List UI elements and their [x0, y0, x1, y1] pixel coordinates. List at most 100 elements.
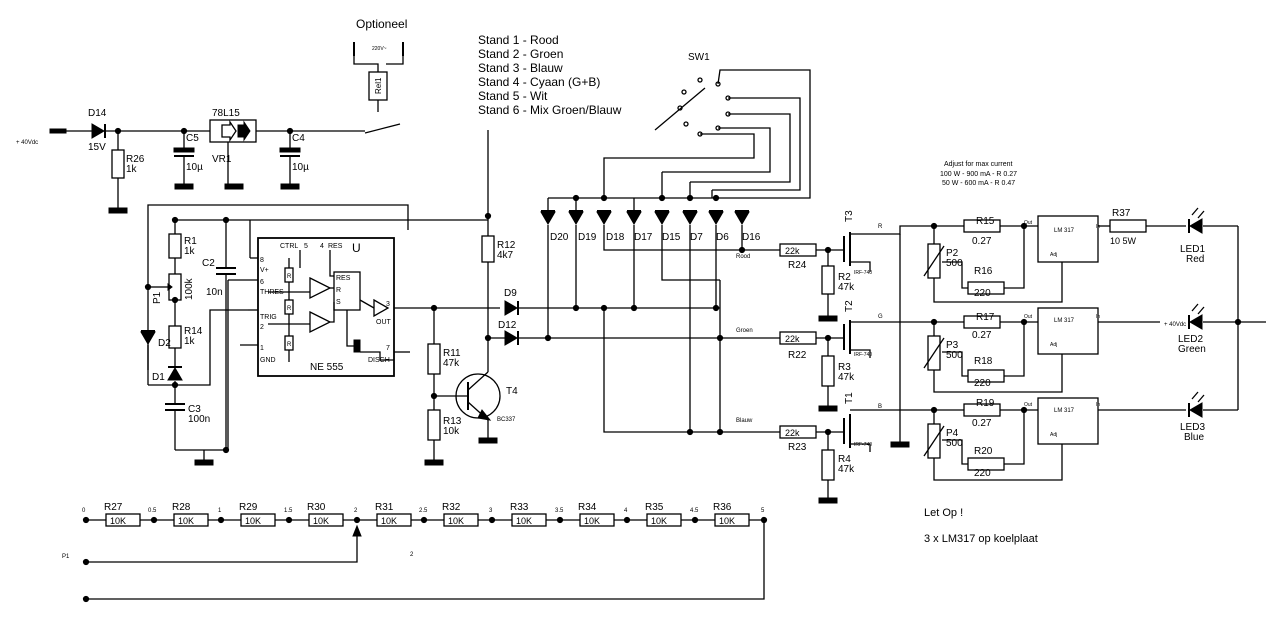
- rg-3: R3: [838, 362, 851, 373]
- input-voltage: + 40Vdc: [16, 140, 38, 146]
- r26-name: R26: [126, 154, 145, 165]
- tap-0: 0: [82, 508, 86, 514]
- diode-d18: D18: [606, 232, 625, 243]
- ladder-v1: 10K: [110, 516, 126, 526]
- ladder-p1: P1: [62, 554, 70, 560]
- lm317-1-out: Out: [1024, 220, 1033, 226]
- rin-23: 22k: [785, 428, 800, 438]
- d2-name: D2: [158, 338, 171, 349]
- diode-d19: D19: [578, 232, 597, 243]
- label-ctrl: CTRL: [280, 243, 298, 250]
- lm317-1-in: In: [1096, 224, 1100, 230]
- r14-name: R14: [184, 326, 203, 337]
- tap-15: 1.5: [284, 508, 293, 514]
- line-blauw: Blauw: [736, 418, 753, 424]
- c3-name: C3: [188, 404, 201, 415]
- c2-value: 10n: [206, 287, 223, 298]
- lm317-3-in: In: [1096, 402, 1100, 408]
- r1-value: 1k: [184, 246, 196, 257]
- note-adjust-3: 50 W - 600 mA - R 0.47: [942, 180, 1015, 187]
- regulators: [923, 215, 1186, 481]
- letter-g: G: [878, 314, 883, 320]
- c2-name: C2: [202, 258, 215, 269]
- ladder-v7: 10K: [516, 516, 532, 526]
- lm317-2: LM 317: [1054, 318, 1075, 324]
- pin-6: 6: [260, 279, 264, 286]
- ne555-letter: U: [352, 241, 361, 255]
- c5-value: 10µ: [186, 162, 203, 173]
- int-r2: R: [287, 306, 292, 312]
- t3-name: T3: [844, 210, 855, 222]
- rg-4: R4: [838, 454, 851, 465]
- p2-val: 500: [946, 258, 963, 269]
- rs-19: R19: [976, 398, 995, 409]
- r14-value: 1k: [184, 336, 196, 347]
- pin-1: 1: [260, 345, 264, 352]
- diode-d17: D17: [634, 232, 653, 243]
- ladder-v6: 10K: [448, 516, 464, 526]
- legend-6: Stand 6 - Mix Groen/Blauw: [478, 103, 622, 117]
- legend-4: Stand 4 - Cyaan (G+B): [478, 75, 600, 89]
- diode-d7: D7: [690, 232, 703, 243]
- d12-name: D12: [498, 320, 517, 331]
- ladder-r34: R34: [578, 502, 597, 513]
- p4-val: 500: [946, 438, 963, 449]
- lm317-3: LM 317: [1054, 408, 1075, 414]
- rs-19-val: 0.27: [972, 418, 992, 429]
- ladder-r35: R35: [645, 502, 664, 513]
- c4-value: 10µ: [292, 162, 309, 173]
- diode-d20: D20: [550, 232, 569, 243]
- p1-value: 100k: [184, 277, 195, 300]
- legend-2: Stand 2 - Groen: [478, 47, 563, 61]
- label-disch: DISCH: [368, 357, 390, 364]
- d14-value: 15V: [88, 142, 106, 153]
- led3-name: LED3: [1180, 422, 1205, 433]
- label-out: OUT: [376, 319, 392, 326]
- relay: 220V~ Rel1: [353, 42, 404, 134]
- p4-name: P4: [946, 428, 959, 439]
- legend-5: Stand 5 - Wit: [478, 89, 548, 103]
- letter-r: R: [878, 224, 883, 230]
- legend-3: Stand 3 - Blauw: [478, 61, 563, 75]
- pin-5: 5: [304, 243, 308, 250]
- ladder-r32: R32: [442, 502, 461, 513]
- title-optioneel: Optioneel: [356, 17, 407, 31]
- rname-24: R24: [788, 260, 807, 271]
- rp-16-val: 220: [974, 288, 991, 299]
- rotary-switch: SW1: [603, 52, 811, 199]
- tap-35: 3.5: [555, 508, 564, 514]
- ff-r: R: [336, 287, 341, 294]
- tap-4: 4: [624, 508, 628, 514]
- rs-17-val: 0.27: [972, 330, 992, 341]
- r13-value: 10k: [443, 426, 460, 437]
- pin-4: 4: [320, 243, 324, 250]
- rg-3-val: 47k: [838, 372, 855, 383]
- lm317-2-out: Out: [1024, 314, 1033, 320]
- ladder-v4: 10K: [313, 516, 329, 526]
- diode-d6: D6: [716, 232, 729, 243]
- channel-rood: [779, 225, 934, 322]
- led-supply: + 40Vdc: [1164, 322, 1186, 328]
- relay-label: Rel1: [374, 77, 383, 94]
- regulator-name: VR1: [212, 154, 232, 165]
- ladder-tap-value: 2: [410, 552, 414, 558]
- c4-name: C4: [292, 133, 305, 144]
- int-r1: R: [287, 274, 292, 280]
- ladder-r36: R36: [713, 502, 732, 513]
- ladder-v2: 10K: [178, 516, 194, 526]
- ladder-v5: 10K: [381, 516, 397, 526]
- channel-groen: [779, 320, 934, 412]
- t4-name: T4: [506, 386, 518, 397]
- ladder-v3: 10K: [245, 516, 261, 526]
- note-line1: Let Op !: [924, 507, 963, 519]
- led2-name: LED2: [1178, 334, 1203, 345]
- ne555-chip: [228, 237, 500, 377]
- p3-name: P3: [946, 340, 959, 351]
- ladder-v9: 10K: [651, 516, 667, 526]
- ladder-r33: R33: [510, 502, 529, 513]
- p1-name: P1: [152, 291, 163, 304]
- tap-2: 2: [354, 508, 358, 514]
- channel-blauw: [779, 234, 934, 504]
- label-res: RES: [328, 243, 343, 250]
